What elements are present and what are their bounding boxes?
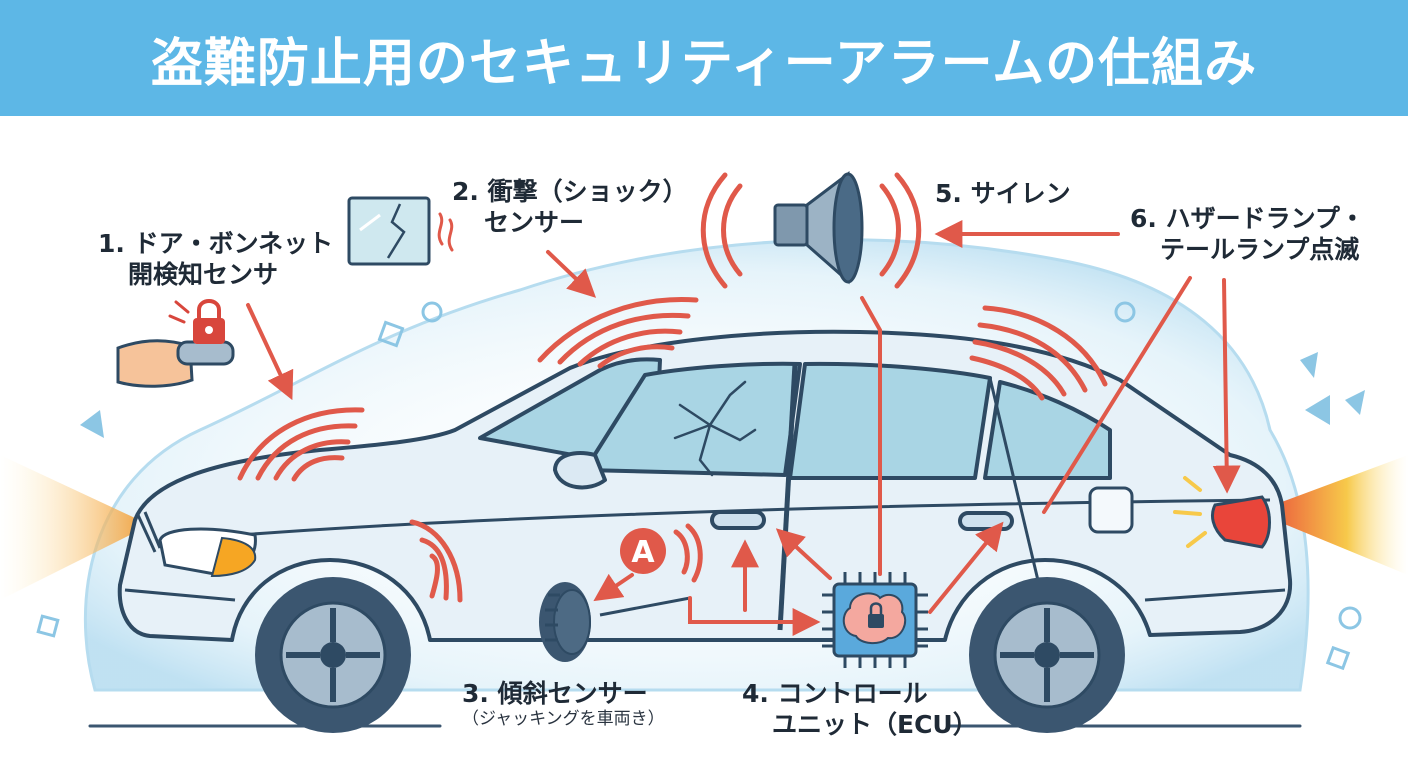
taillight-flash-lines [1173, 476, 1207, 548]
label-shock-sensor: 2. 衝撃（ショック） センサー [452, 176, 688, 239]
headlight-beam [0, 455, 150, 600]
rear-window [788, 361, 992, 480]
label-lamp: 6. ハザードランプ・ テールランプ点滅 [1130, 203, 1365, 266]
header-bar: 盗難防止用のセキュリティーアラームの仕組み [0, 0, 1408, 116]
label-ecu-line1: 4. コントロール [742, 679, 928, 708]
page-title: 盗難防止用のセキュリティーアラームの仕組み [150, 33, 1258, 94]
rear-door-handle [958, 511, 1014, 531]
taillight-beam [1255, 455, 1408, 575]
label-tilt-sensor: 3. 傾斜センサー （ジャッキングを車両き） [462, 678, 665, 731]
label-shock-sensor-line2: センサー [484, 208, 585, 238]
label-door-sensor-line2: 開検知センサ [128, 260, 279, 290]
label-door-sensor: 1. ドア・ボンネット 開検知センサ [98, 228, 333, 291]
windshield-crack [673, 380, 757, 477]
ecu-chip-icon [822, 572, 928, 668]
speaker-icon [773, 170, 864, 285]
security-alarm-diagram: A [0, 170, 1408, 733]
label-lamp-line1: 6. ハザードランプ・ [1130, 204, 1365, 233]
hand-icon [116, 339, 235, 388]
front-window [583, 361, 802, 477]
side-mirror [553, 451, 607, 490]
label-ecu: 4. コントロール ユニット（ECU） [742, 678, 978, 741]
lock-alert-marks [168, 300, 190, 324]
lock-icon [193, 299, 225, 344]
taillight-icon [1211, 495, 1271, 549]
label-door-sensor-line1: 1. ドア・ボンネット [98, 229, 334, 258]
label-lamp-line2: テールランプ点滅 [1160, 235, 1360, 265]
label-ecu-line2: ユニット（ECU） [772, 710, 978, 740]
label-siren: 5. サイレン [935, 178, 1071, 209]
wheel-icon [539, 582, 591, 662]
alarm-waves [237, 172, 1108, 603]
decorative-sparkles [36, 301, 1362, 671]
label-siren-line1: 5. サイレン [935, 179, 1071, 208]
label-tilt-sensor-line2: （ジャッキングを車両き） [462, 709, 665, 730]
sensor-badge-text: A [631, 535, 655, 570]
sensor-badge: A [620, 528, 666, 574]
front-door-handle [710, 510, 766, 530]
front-wheel [255, 577, 411, 733]
arrows [246, 220, 1241, 636]
decorative-triangles [80, 352, 1365, 438]
rear-wheel [969, 577, 1125, 733]
label-tilt-sensor-line1: 3. 傾斜センサー [462, 679, 648, 708]
glass-vibration-marks [437, 212, 454, 252]
label-shock-sensor-line1: 2. 衝撃（ショック） [452, 177, 688, 206]
broken-glass-icon [347, 196, 431, 266]
